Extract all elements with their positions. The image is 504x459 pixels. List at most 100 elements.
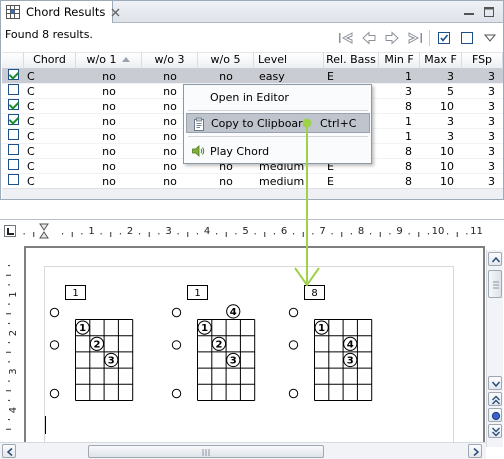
row-checkbox[interactable] bbox=[8, 143, 19, 155]
minimize-icon[interactable] bbox=[463, 6, 475, 18]
indent-marker[interactable] bbox=[39, 223, 49, 239]
row-check-cell bbox=[2, 128, 24, 144]
table-cell-minf: 1 bbox=[405, 69, 412, 83]
row-checkbox[interactable] bbox=[8, 98, 19, 110]
select-browse-object-icon[interactable] bbox=[488, 408, 502, 422]
first-result-icon[interactable] bbox=[337, 29, 355, 47]
view-toolbar bbox=[337, 28, 499, 48]
table-horizontal-scrollbar[interactable] bbox=[2, 188, 503, 199]
menu-item-label: Open in Editor bbox=[210, 90, 289, 104]
table-cell-chord: C bbox=[27, 69, 35, 83]
close-icon[interactable] bbox=[110, 7, 121, 18]
row-checkbox[interactable] bbox=[8, 83, 19, 95]
table-cell-chord: C bbox=[27, 129, 35, 143]
menu-item-play-chord[interactable]: Play Chord bbox=[186, 141, 370, 161]
ruler-label: 10 bbox=[432, 226, 445, 237]
tab-stop-selector[interactable] bbox=[4, 225, 16, 237]
table-cell-chord: C bbox=[27, 159, 35, 173]
tab-label: Chord Results bbox=[26, 5, 106, 19]
next-result-icon[interactable] bbox=[383, 29, 401, 47]
ruler-label: 6 bbox=[281, 226, 287, 237]
finger-circle bbox=[314, 320, 329, 335]
row-checkbox[interactable] bbox=[8, 68, 19, 80]
scroll-up-icon[interactable] bbox=[488, 252, 502, 266]
column-header-label: Rel. Bass bbox=[326, 53, 376, 66]
table-cell-maxf: 3 bbox=[447, 69, 454, 83]
row-checkbox[interactable] bbox=[8, 128, 19, 140]
fretboard-grid bbox=[75, 319, 134, 401]
menu-item-accelerator: Ctrl+C bbox=[320, 116, 357, 130]
column-header-label: Level bbox=[258, 53, 288, 66]
editor-horizontal-scrollbar[interactable] bbox=[0, 442, 486, 459]
finger-circle bbox=[89, 336, 105, 351]
table-cell-bass: E bbox=[327, 69, 334, 83]
menu-item-open-in-editor[interactable]: Open in Editor bbox=[186, 87, 370, 107]
ruler-label: 2 bbox=[127, 226, 133, 237]
last-result-icon[interactable] bbox=[406, 29, 424, 47]
table-cell-maxf: 10 bbox=[440, 159, 454, 173]
row-checkbox[interactable] bbox=[8, 158, 19, 170]
finger-dot: 4 bbox=[343, 336, 358, 351]
table-cell-wo5: no bbox=[219, 69, 233, 83]
open-string-marker bbox=[288, 307, 299, 318]
previous-page-icon[interactable] bbox=[488, 392, 502, 406]
open-string-marker bbox=[49, 340, 60, 350]
fret-number-box bbox=[65, 285, 86, 300]
scroll-down-icon[interactable] bbox=[488, 376, 502, 390]
view-menu-icon[interactable] bbox=[481, 29, 499, 47]
column-header-fsp[interactable]: FSp bbox=[462, 52, 503, 69]
finger-circle bbox=[197, 320, 212, 335]
scroll-right-icon[interactable] bbox=[468, 444, 482, 458]
fretboard-grid bbox=[197, 319, 256, 401]
table-cell-chord: C bbox=[27, 174, 35, 188]
row-check-cell bbox=[2, 173, 24, 189]
uncheck-all-icon[interactable] bbox=[458, 29, 476, 47]
scroll-thumb[interactable] bbox=[488, 270, 502, 298]
column-header-wo1[interactable]: w/o 1 bbox=[76, 52, 142, 69]
text-caret bbox=[45, 416, 46, 434]
ruler-label: 1 bbox=[88, 226, 94, 237]
fretboard-grid bbox=[314, 319, 373, 401]
table-cell-minf: 1 bbox=[405, 129, 412, 143]
column-header-chord[interactable]: Chord bbox=[24, 52, 76, 69]
finger-dot: 2 bbox=[89, 336, 105, 351]
column-header-check[interactable] bbox=[2, 52, 24, 69]
finger-circle bbox=[343, 336, 358, 351]
scroll-thumb[interactable] bbox=[88, 445, 324, 458]
scroll-left-icon[interactable] bbox=[2, 444, 16, 458]
row-checkbox[interactable] bbox=[8, 173, 19, 185]
row-checkbox[interactable] bbox=[8, 113, 19, 125]
table-cell-minf: 3 bbox=[405, 84, 412, 98]
column-header-max-f[interactable]: Max F bbox=[420, 52, 462, 69]
maximize-icon[interactable] bbox=[483, 6, 495, 18]
column-header-rel-bass[interactable]: Rel. Bass bbox=[324, 52, 379, 69]
column-header-min-f[interactable]: Min F bbox=[379, 52, 420, 69]
finger-number: 1 bbox=[318, 323, 325, 334]
ruler-label: 1 bbox=[8, 291, 19, 297]
menu-item-copy-to-clipboard[interactable]: Copy to Clipboard Ctrl+C bbox=[186, 113, 370, 133]
tab-chord-results[interactable]: Chord Results bbox=[1, 1, 120, 23]
fret-number-label: 1 bbox=[72, 288, 78, 299]
next-page-icon[interactable] bbox=[488, 424, 502, 438]
check-all-icon[interactable] bbox=[435, 29, 453, 47]
fret-number-box bbox=[187, 285, 208, 300]
previous-result-icon[interactable] bbox=[360, 29, 378, 47]
ruler-label: 2 bbox=[8, 330, 19, 336]
column-header-wo5[interactable]: w/o 5 bbox=[198, 52, 254, 69]
table-cell-wo3: no bbox=[163, 159, 177, 173]
column-header-wo3[interactable]: w/o 3 bbox=[142, 52, 198, 69]
table-cell-maxf: 10 bbox=[440, 174, 454, 188]
column-header-level[interactable]: Level bbox=[254, 52, 324, 69]
table-cell-level: medium bbox=[259, 174, 305, 188]
editor-vertical-scrollbar[interactable] bbox=[486, 250, 503, 447]
open-string-marker bbox=[171, 340, 182, 350]
